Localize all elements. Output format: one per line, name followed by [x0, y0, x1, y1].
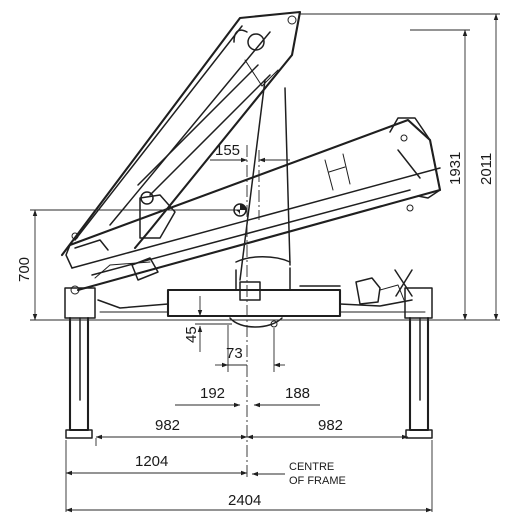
- dim-45-label: 45: [183, 326, 200, 343]
- dimension-1931: 1931: [447, 29, 468, 321]
- dim-2404-label: 2404: [228, 492, 261, 509]
- boom-top-bolt: [287, 15, 297, 25]
- centre-label-line1: CENTRE: [289, 461, 334, 473]
- dimension-192-188: 192 188: [175, 385, 320, 408]
- dimension-155: 155: [210, 142, 290, 163]
- dim-982-right-label: 982: [318, 417, 343, 434]
- control-valve: [355, 277, 381, 305]
- lift-cylinder: [137, 64, 271, 239]
- dimension-45: 45: [183, 296, 232, 352]
- base-housing: [97, 256, 426, 328]
- dimension-73: 73: [215, 325, 285, 372]
- dim-982-left-label: 982: [155, 417, 180, 434]
- dim-2011-label: 2011: [478, 153, 495, 185]
- dim-1204-label: 1204: [135, 453, 168, 470]
- dim-1931-label: 1931: [447, 152, 464, 185]
- dimension-2404: 2404: [65, 492, 433, 513]
- stabiliser-left: [64, 287, 96, 439]
- dim-700-label: 700: [16, 257, 33, 282]
- dimension-1204: 1204: [65, 440, 433, 512]
- dim-73-label: 73: [226, 345, 243, 362]
- dimension-982: 982 982: [95, 417, 409, 446]
- stabiliser-right: [404, 287, 433, 439]
- dimension-2011: 2011: [478, 13, 499, 321]
- dim-188-label: 188: [285, 385, 310, 402]
- dimension-700: 700: [16, 209, 38, 321]
- inner-boom: [60, 10, 302, 257]
- dim-192-label: 192: [200, 385, 225, 402]
- outer-boom: [65, 117, 442, 295]
- dim-155-label: 155: [215, 142, 240, 159]
- centre-of-frame-label: CENTRE OF FRAME: [251, 461, 346, 487]
- boom-pivot-pin: [247, 33, 265, 51]
- centre-label-line2: OF FRAME: [289, 475, 346, 487]
- column: [239, 79, 291, 281]
- crane-body: [60, 10, 442, 439]
